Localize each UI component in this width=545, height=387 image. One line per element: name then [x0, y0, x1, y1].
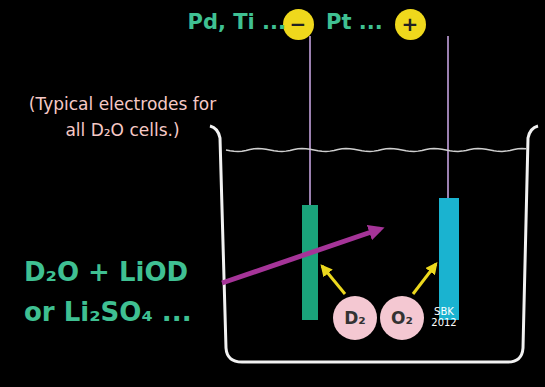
wire	[309, 36, 311, 206]
wire	[447, 36, 449, 199]
anode	[439, 198, 459, 320]
cathode	[302, 205, 318, 320]
pointer-arrow	[222, 229, 380, 283]
gas-arrow	[322, 266, 345, 294]
electrolyte-label: D₂O + LiOD or Li₂SO₄ ...	[24, 252, 220, 333]
node-text: +	[402, 14, 419, 34]
node-text: O₂	[391, 310, 413, 327]
terminal-sign: +	[395, 9, 426, 40]
note: (Typical electrodes for all D₂O cells.)	[20, 92, 225, 143]
beaker	[210, 126, 538, 362]
node-text: −	[290, 14, 307, 34]
electrode-label: Pd, Ti ...	[146, 11, 286, 34]
node-text: D₂	[344, 310, 366, 327]
terminal-sign: −	[283, 9, 314, 40]
electrode-label: Pt ...	[326, 11, 400, 34]
liquid-surface	[226, 149, 526, 152]
gas-bubble: O₂	[380, 296, 424, 340]
gas-bubble: D₂	[333, 296, 377, 340]
credit: SBK 2012	[428, 306, 460, 328]
gas-arrow	[413, 264, 436, 294]
